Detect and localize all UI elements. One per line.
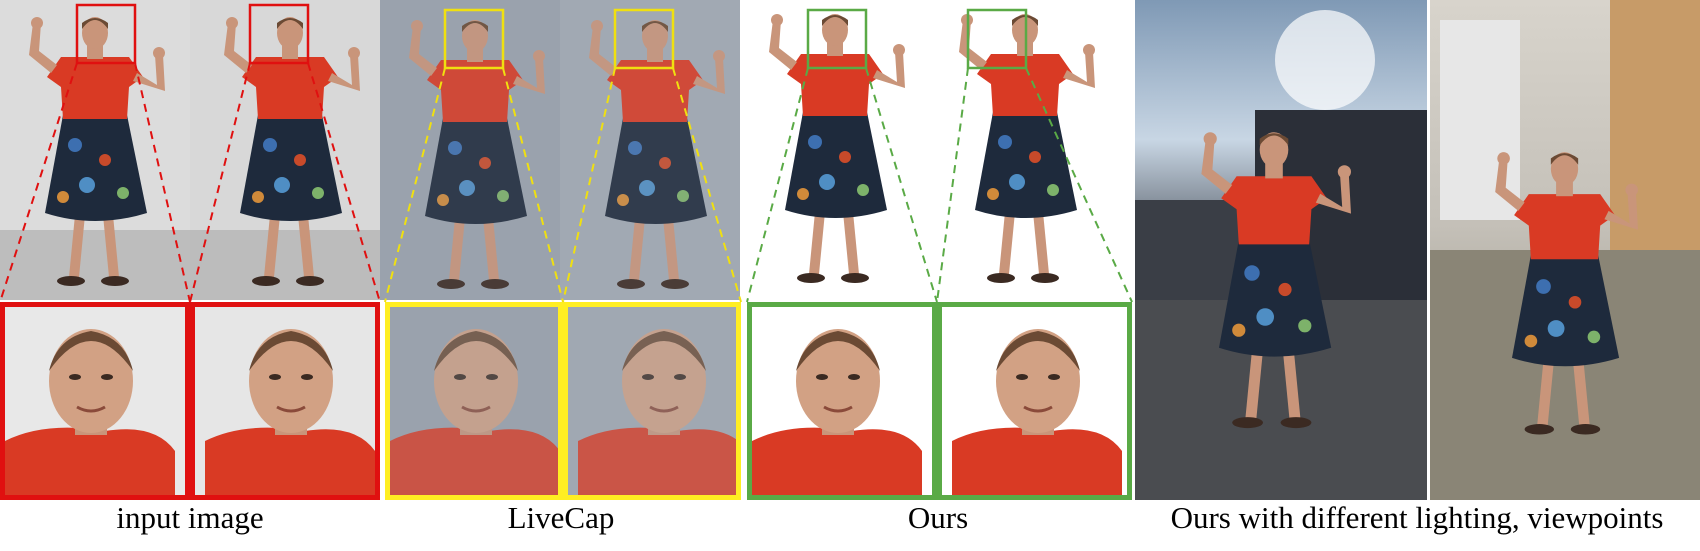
person-render-icon (409, 20, 545, 289)
ours-face-crop-right (937, 302, 1132, 500)
person-render-icon (589, 20, 725, 289)
livecap-face-crop-left (385, 302, 563, 500)
input-face-crop-right (190, 302, 380, 500)
face-crop-icon (950, 327, 1124, 495)
scene-render-icon (1430, 0, 1700, 500)
caption-input: input image (116, 500, 264, 535)
livecap-face-crop-right (563, 302, 741, 500)
input-image-right (190, 0, 380, 300)
scene-render-icon (1135, 10, 1427, 500)
caption-ours: Ours (907, 500, 969, 535)
face-crop-icon (752, 327, 924, 495)
relit-outdoor-image (1135, 0, 1427, 500)
ours-image-left (740, 0, 920, 300)
caption-livecap: LiveCap (507, 500, 615, 535)
livecap-image-right (560, 0, 740, 300)
face-crop-icon (576, 327, 736, 495)
livecap-image-left (380, 0, 560, 300)
face-crop-icon (390, 327, 558, 495)
person-render-icon (769, 14, 905, 283)
caption-relit: Ours with different lighting, viewpoints (1170, 500, 1664, 535)
input-image-left (0, 0, 190, 300)
relit-indoor-image (1430, 0, 1700, 500)
person-photo-icon (190, 17, 380, 300)
face-crop-icon (5, 327, 177, 495)
person-photo-icon (0, 17, 190, 300)
ours-face-crop-left (747, 302, 937, 500)
ours-image-right (920, 0, 1120, 300)
input-face-crop-left (0, 302, 190, 500)
person-render-icon (959, 14, 1095, 283)
face-crop-icon (203, 327, 375, 495)
